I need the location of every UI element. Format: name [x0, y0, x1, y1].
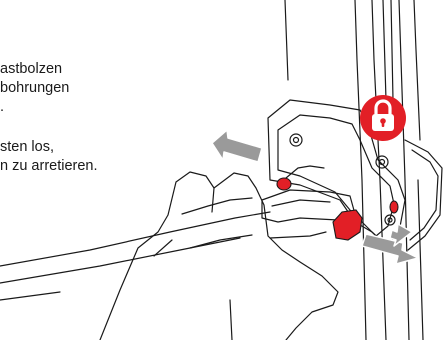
frame-tube [418, 180, 423, 340]
bracket-screw [290, 134, 302, 146]
arrow-icon [212, 130, 262, 162]
frame-tube [414, 0, 420, 140]
red-knob [333, 210, 362, 240]
frame-tube [355, 0, 366, 340]
bracket-screw [376, 156, 388, 168]
red-knob [390, 201, 398, 213]
red-knob [277, 178, 291, 190]
lock-badge [360, 95, 406, 141]
hand [100, 172, 338, 340]
frame-tube [399, 0, 409, 340]
